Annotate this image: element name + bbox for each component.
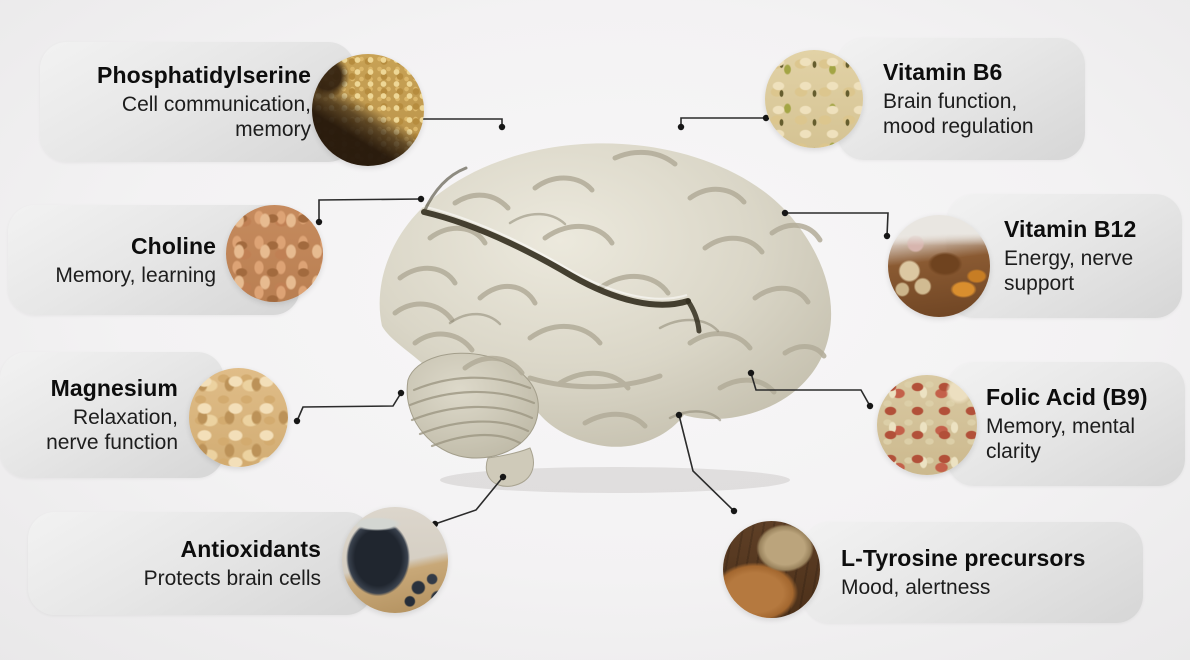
brain-shadow bbox=[440, 467, 790, 493]
nutrient-description: Mood, alertness bbox=[841, 576, 991, 600]
almonds-bag-photo bbox=[723, 521, 820, 618]
connector-vitamin-b12 bbox=[781, 209, 891, 240]
millet-grains-photo bbox=[312, 54, 424, 166]
callout-vitamin-b6: Vitamin B6 Brain function, mood regulati… bbox=[837, 38, 1085, 160]
fissure-tail bbox=[685, 298, 702, 334]
connector-antioxidants bbox=[431, 473, 507, 528]
connector-magnesium bbox=[293, 389, 405, 425]
cerebellum bbox=[406, 352, 539, 459]
brain-gyri-accents bbox=[448, 212, 722, 422]
connector-choline bbox=[315, 195, 425, 226]
cerebrum bbox=[379, 143, 832, 447]
nutrient-title: Vitamin B12 bbox=[1004, 216, 1137, 243]
callout-folic-acid-b9: Folic Acid (B9) Memory, mental clarity bbox=[947, 362, 1185, 486]
callout-antioxidants: Antioxidants Protects brain cells bbox=[28, 512, 373, 615]
pistachios-photo bbox=[765, 50, 863, 148]
nutrient-title: L-Tyrosine precursors bbox=[841, 545, 1086, 572]
callout-l-tyrosine: L-Tyrosine precursors Mood, alertness bbox=[803, 522, 1143, 623]
brain-gyri bbox=[392, 149, 827, 429]
nutrient-description: Memory, mental clarity bbox=[986, 414, 1135, 464]
callout-magnesium: Magnesium Relaxation, nerve function bbox=[0, 352, 224, 478]
nutrient-title: Vitamin B6 bbox=[883, 59, 1003, 86]
connector-l-tyrosine bbox=[675, 411, 738, 515]
connector-folic-acid bbox=[747, 369, 874, 410]
nutrient-title: Folic Acid (B9) bbox=[986, 384, 1148, 411]
hemisphere-fissure bbox=[421, 209, 691, 308]
connector-phosphatidylserine bbox=[415, 115, 506, 131]
nutrient-description: Protects brain cells bbox=[143, 567, 321, 591]
nutrient-description: Relaxation, nerve function bbox=[46, 405, 178, 455]
blueberries-jar-photo bbox=[342, 507, 448, 613]
connector-vitamin-b6 bbox=[677, 114, 770, 131]
fissure-branch bbox=[422, 166, 468, 214]
peanuts-photo bbox=[226, 205, 323, 302]
nutrient-description: Energy, nerve support bbox=[1004, 246, 1134, 296]
brainstem bbox=[485, 447, 534, 487]
cashews-photo bbox=[189, 368, 288, 467]
nutrient-title: Phosphatidylserine bbox=[97, 62, 311, 89]
red-peanuts-seeds-photo bbox=[877, 375, 977, 475]
callout-phosphatidylserine: Phosphatidylserine Cell communication, m… bbox=[40, 42, 355, 162]
hemisphere-fissure-highlight bbox=[421, 205, 688, 300]
brain-illustration bbox=[379, 143, 832, 493]
nutrient-description: Brain function, mood regulation bbox=[883, 89, 1034, 139]
nutrient-title: Magnesium bbox=[50, 375, 178, 402]
nutrient-title: Choline bbox=[130, 232, 216, 259]
nutrient-description: Memory, learning bbox=[55, 263, 216, 287]
nutrient-description: Cell communication, memory bbox=[121, 92, 311, 142]
nutrient-title: Antioxidants bbox=[180, 536, 321, 563]
cerebellum-striations bbox=[408, 376, 536, 448]
mushrooms-photo bbox=[888, 215, 990, 317]
